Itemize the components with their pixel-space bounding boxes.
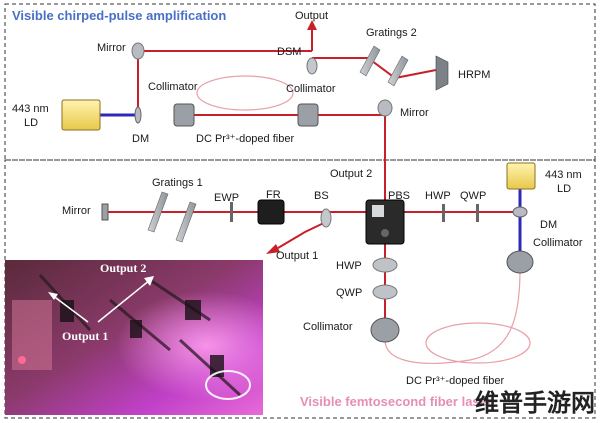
label-fiber-top: DC Pr³⁺-doped fiber [196, 133, 294, 145]
pbs [365, 199, 405, 245]
hrpm [435, 55, 449, 91]
label-collimator-center: Collimator [303, 321, 353, 333]
collimator-right [506, 250, 534, 274]
mirror-top-left [131, 42, 145, 60]
label-output1: Output 1 [276, 250, 318, 262]
bottom-section-frame [4, 159, 596, 419]
label-mirror-top-left: Mirror [97, 42, 126, 54]
label-collimator-b: Collimator [286, 83, 336, 95]
ewp [230, 202, 233, 222]
label-pbs: PBS [388, 190, 410, 202]
collimator-a [173, 103, 195, 127]
qwp-center [372, 284, 398, 300]
top-fiber-coil [196, 75, 294, 111]
label-ld-top-line2: LD [24, 117, 38, 129]
output1-arrow [266, 244, 280, 254]
label-ld-top-line1: 443 nm [12, 103, 49, 115]
label-gratings1: Gratings 1 [152, 177, 203, 189]
ld-right [506, 162, 536, 190]
grating-1b [175, 201, 197, 243]
mirror-left [101, 203, 109, 221]
pbs-cube [372, 205, 384, 217]
collimator-center [370, 317, 400, 343]
label-mirror-left: Mirror [62, 205, 91, 217]
bs [320, 208, 332, 228]
label-fr: FR [266, 189, 281, 201]
label-gratings2: Gratings 2 [366, 27, 417, 39]
label-dm-right: DM [540, 219, 557, 231]
grating-2a [359, 45, 381, 77]
fr [257, 199, 285, 225]
label-qwp-right: QWP [460, 190, 486, 202]
hwp-right [442, 204, 445, 222]
mirror-right [377, 99, 393, 117]
grating-1a [147, 191, 169, 233]
output-arrow [307, 20, 317, 30]
label-ld-right-line1: 443 nm [545, 169, 582, 181]
label-output2: Output 2 [330, 168, 372, 180]
ld-top [61, 99, 101, 131]
label-mirror-right: Mirror [400, 107, 429, 119]
label-collimator-a: Collimator [148, 81, 198, 93]
top-section-title: Visible chirped-pulse amplification [12, 8, 226, 23]
label-bs: BS [314, 190, 329, 202]
label-hrpm: HRPM [458, 69, 490, 81]
dsm [306, 57, 318, 75]
label-hwp-right: HWP [425, 190, 451, 202]
photo-label-output1: Output 1 [62, 329, 108, 343]
label-hwp-center: HWP [336, 260, 362, 272]
photo-label-output2: Output 2 [100, 261, 146, 275]
label-collimator-right: Collimator [533, 237, 583, 249]
grating-2b [387, 55, 409, 87]
label-ewp: EWP [214, 192, 239, 204]
label-output: Output [295, 10, 328, 22]
bottom-fiber-coil [425, 322, 531, 364]
label-fiber-bottom: DC Pr³⁺-doped fiber [406, 375, 504, 387]
hwp-center [372, 257, 398, 273]
pbs-knob [381, 229, 389, 237]
dm-top [134, 106, 142, 124]
bottom-section-title: Visible femtosecond fiber laser [300, 394, 492, 409]
dm-right [512, 206, 528, 218]
label-ld-right-line2: LD [557, 183, 571, 195]
collimator-b [297, 103, 319, 127]
top-beam-path [100, 20, 437, 160]
label-dsm: DSM [277, 46, 301, 58]
setup-photo [5, 260, 263, 415]
watermark: 维普手游网 [475, 389, 595, 417]
bottom-fiber-lead [384, 269, 521, 364]
top-section-frame [4, 3, 596, 161]
qwp-right [476, 204, 479, 222]
label-dm-top: DM [132, 133, 149, 145]
label-qwp-center: QWP [336, 287, 362, 299]
